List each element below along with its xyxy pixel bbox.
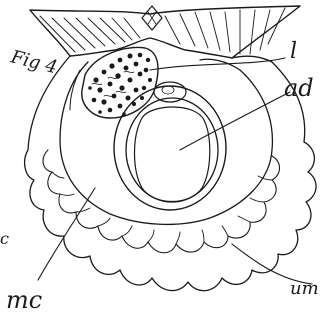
- hinge-ears: [30, 6, 300, 58]
- label-ad: ad: [284, 74, 314, 102]
- leader-lines: [38, 58, 312, 284]
- shell-inner-scallops: [43, 150, 279, 253]
- fig-number-label: Fig 4: [8, 46, 60, 78]
- liver-mass: [82, 47, 158, 118]
- label-l: l: [290, 39, 297, 64]
- label-um: um: [290, 278, 319, 299]
- figure-labels: Fig 4 l ad mc um c: [0, 39, 319, 314]
- adductor-muscle: [114, 86, 226, 210]
- label-edge-fragment: c: [0, 229, 9, 248]
- label-mc: mc: [6, 286, 42, 314]
- shell-outer-margin: [25, 56, 316, 291]
